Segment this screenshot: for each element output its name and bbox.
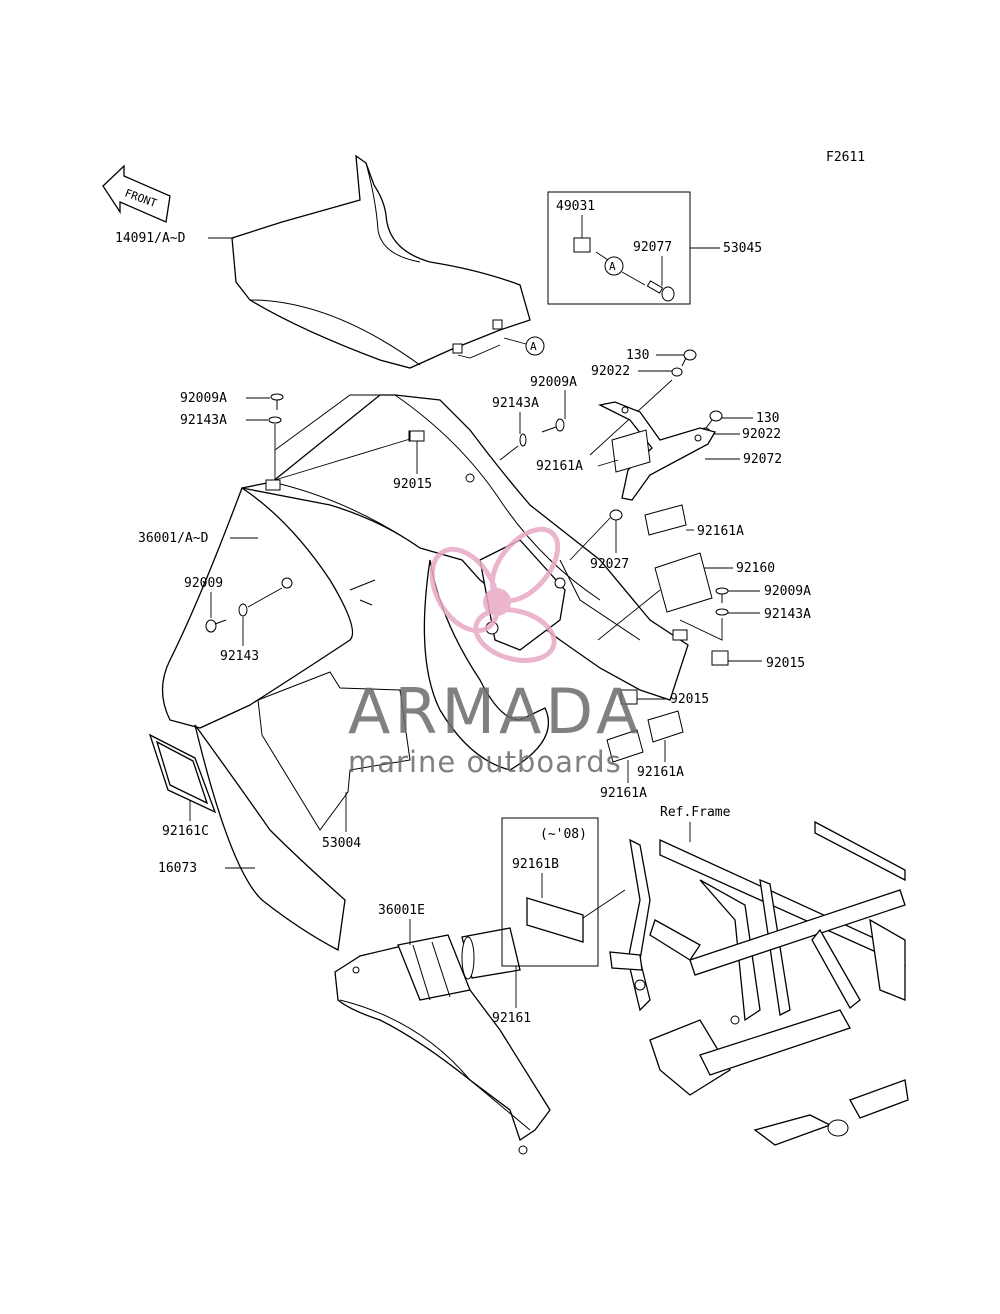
pad-92160	[654, 552, 713, 613]
screw-92009A-left	[270, 393, 284, 410]
reflector-92161C-inner	[155, 740, 209, 805]
pad-92161A-lower-a	[606, 729, 644, 763]
label-92161B: 92161B	[512, 857, 559, 872]
washer-92143-left	[238, 603, 248, 617]
label-92027: 92027	[590, 557, 629, 572]
year-note: (~'08)	[540, 827, 587, 842]
label-92009: 92009	[184, 576, 223, 591]
front-arrow-icon: FRONT	[102, 164, 171, 223]
label-92161: 92161	[492, 1011, 531, 1026]
pad-53004	[257, 671, 411, 831]
watermark-brand: ARMADA	[348, 675, 642, 748]
seat-cover-14091	[231, 154, 531, 369]
watermark: ARMADA marine outboards	[348, 526, 642, 779]
screw-92077	[646, 280, 675, 302]
label-49031: 49031	[556, 199, 595, 214]
label-130-top: 130	[626, 348, 649, 363]
label-92009A-right: 92009A	[764, 584, 811, 599]
label-53004: 53004	[322, 836, 361, 851]
label-92143A-right: 92143A	[764, 607, 811, 622]
frame-reference	[609, 820, 909, 1146]
label-92161C: 92161C	[162, 824, 209, 839]
label-53045: 53045	[723, 241, 762, 256]
label-92077: 92077	[633, 240, 672, 255]
callout-a-kit: A	[609, 260, 616, 273]
wm-blade-1	[429, 546, 501, 634]
bolt-130-right	[705, 410, 723, 429]
label-16073: 16073	[158, 861, 197, 876]
propeller-logo-icon	[429, 526, 561, 663]
callout-a-seat: A	[530, 340, 537, 353]
pad-92161A-lower-b	[647, 710, 684, 743]
reflector-92161B	[526, 897, 584, 943]
washer-92143A-left	[268, 416, 282, 424]
label-92143A-mid: 92143A	[492, 396, 539, 411]
bolt-130-top	[681, 349, 697, 367]
label-92072: 92072	[743, 452, 782, 467]
label-92009A-mid: 92009A	[530, 375, 577, 390]
label-92161A-right: 92161A	[697, 524, 744, 539]
nut-92015-right	[711, 650, 729, 666]
nut-92015-lower	[620, 689, 638, 705]
label-130-right: 130	[756, 411, 779, 426]
label-36001E: 36001E	[378, 903, 425, 918]
screw-92009A-mid	[541, 418, 565, 433]
screw-92009-left	[205, 619, 227, 633]
label-92161A-lower-b: 92161A	[600, 786, 647, 801]
clip-49031	[573, 237, 591, 253]
diagram-code: F2611	[826, 150, 865, 165]
label-92143A-left: 92143A	[180, 413, 227, 428]
label-92161A-lower-a: 92161A	[637, 765, 684, 780]
label-14091: 14091/A~D	[115, 231, 186, 246]
label-92015-lower: 92015	[670, 692, 709, 707]
watermark-tagline: marine outboards	[348, 745, 622, 779]
label-92022-right: 92022	[742, 427, 781, 442]
cover-16073	[194, 724, 346, 952]
lower-cover-36001E	[334, 934, 551, 1155]
label-92161A-upper: 92161A	[536, 459, 583, 474]
wm-blade-3	[473, 607, 557, 663]
washer-92143A-mid	[519, 433, 527, 447]
pad-92161A-right	[644, 504, 687, 536]
washer-92143A-right	[715, 608, 729, 616]
wm-hub	[483, 588, 511, 616]
label-36001: 36001/A~D	[138, 531, 209, 546]
label-92143: 92143	[220, 649, 259, 664]
label-92022-top: 92022	[591, 364, 630, 379]
label-92009A-left: 92009A	[180, 391, 227, 406]
label-92160: 92160	[736, 561, 775, 576]
label-92015-top: 92015	[393, 477, 432, 492]
grommet-92027	[609, 509, 623, 521]
screw-92009A-right	[715, 587, 729, 603]
ref-frame-label: Ref.Frame	[660, 805, 731, 820]
washer-92022-top	[671, 367, 683, 377]
label-92015-right: 92015	[766, 656, 805, 671]
year-box	[501, 817, 599, 967]
pad-92161	[461, 927, 521, 980]
